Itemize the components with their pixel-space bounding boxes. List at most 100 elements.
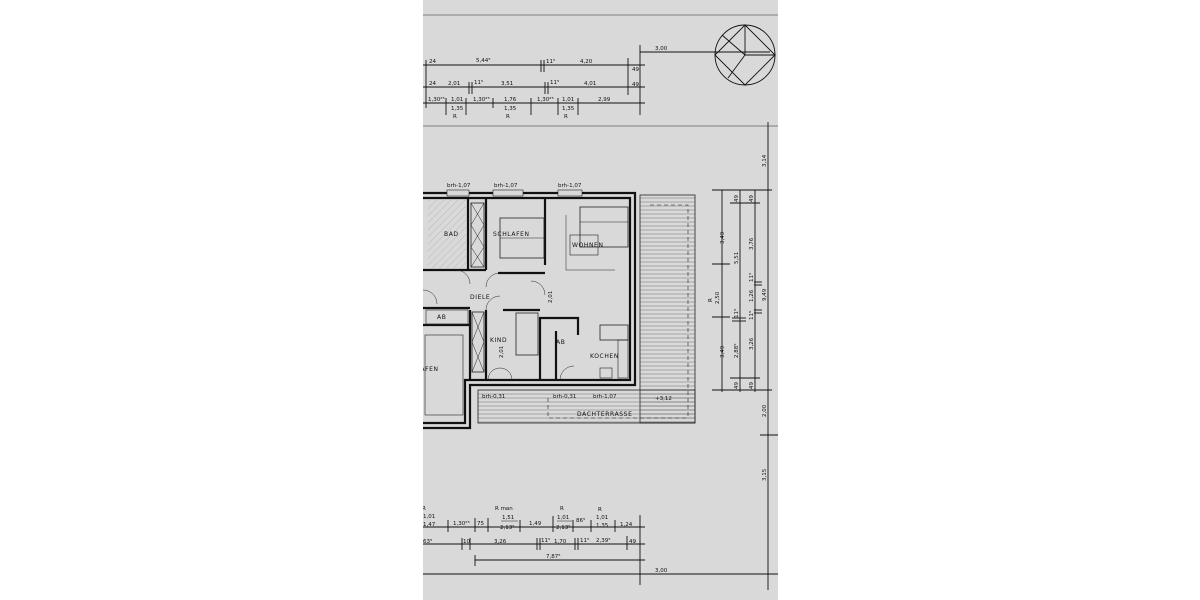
dim-label: 24 bbox=[429, 59, 436, 65]
bottom-dimension-lines bbox=[423, 515, 778, 585]
dim-label: 11⁵ bbox=[748, 273, 755, 282]
dim-label: 3,49 bbox=[720, 345, 726, 358]
dim-label: 1,35 bbox=[504, 106, 517, 112]
room-ab-2: AB bbox=[437, 314, 446, 321]
top-dimension-lines bbox=[423, 14, 778, 127]
dim-label: 49 bbox=[632, 82, 639, 88]
dim-label: 3,51 bbox=[501, 81, 513, 87]
dim-label: 2,99 bbox=[598, 97, 611, 103]
dim-label: 2,00 bbox=[762, 404, 768, 417]
window-labels: brh-1,07 brh-1,07 brh-1,07 brh-0,31 brh-… bbox=[447, 183, 672, 402]
dim-label: 1,24 bbox=[620, 522, 633, 528]
room-ab: AB bbox=[556, 339, 565, 346]
dim-label: 86⁵ bbox=[576, 517, 585, 524]
right-dimension-labels: 3,49 R 2,50 3,49 49 5,51 11⁵ 2,88⁵ 49 49… bbox=[708, 154, 768, 481]
dim-label: R bbox=[453, 114, 457, 120]
roof-terrace bbox=[477, 194, 696, 424]
dim-label: 49 bbox=[749, 382, 755, 389]
dim-label: 1,30²⁵ bbox=[473, 96, 490, 103]
room-diele: DIELE bbox=[470, 294, 490, 301]
dim-label: 24 bbox=[429, 81, 436, 87]
dim-label: R bbox=[560, 506, 564, 512]
right-dimension-lines bbox=[712, 122, 778, 590]
dim-label: 1,01 bbox=[423, 514, 435, 520]
door-mark: 2,01 bbox=[499, 346, 505, 358]
dim-label: 1,35 bbox=[451, 106, 464, 112]
dim-label: 2,88⁵ bbox=[733, 344, 740, 358]
dim-label: 1,30²⁵ bbox=[428, 96, 445, 103]
dim-label: 3,26 bbox=[749, 337, 755, 350]
dim-label: 11⁵ bbox=[546, 58, 555, 65]
dim-label: 5,51 bbox=[734, 252, 740, 264]
dim-label: 2,13⁵ bbox=[500, 524, 514, 531]
window-label: brh-1,07 bbox=[593, 394, 617, 400]
dim-label: 1,26 bbox=[749, 289, 755, 302]
level-mark: +3,12 bbox=[655, 396, 672, 402]
room-schlafen: SCHLAFEN bbox=[493, 231, 530, 238]
dim-label: 1,76 bbox=[504, 97, 517, 103]
dim-label: 2,50 bbox=[715, 291, 721, 304]
room-bad: BAD bbox=[444, 231, 459, 238]
dim-label: 3,00 bbox=[655, 46, 668, 52]
dim-label: R bbox=[506, 114, 510, 120]
dim-label: 3,00 bbox=[655, 568, 668, 574]
window-label: brh-1,07 bbox=[558, 183, 582, 189]
dim-label: 49 bbox=[749, 195, 755, 202]
dim-label: 11⁵ bbox=[580, 537, 589, 544]
room-kind: KIND bbox=[490, 337, 507, 344]
window-label: brh-1,07 bbox=[494, 183, 518, 189]
dim-label: 1,51 bbox=[502, 515, 514, 521]
dim-label: 2,01 bbox=[448, 81, 460, 87]
paper-sheet bbox=[423, 0, 778, 600]
room-kochen: KOCHEN bbox=[590, 353, 619, 360]
dim-label: 49 bbox=[734, 195, 740, 202]
dim-label: 2,39⁵ bbox=[596, 537, 610, 544]
dim-label: 5,44⁵ bbox=[476, 57, 490, 64]
bottom-dimension-labels: R 1,01 1,47 1,30²⁵ 75 R man 1,51 2,13⁵ 1… bbox=[422, 506, 668, 574]
dim-label: 1,35 bbox=[596, 523, 609, 529]
dim-label: 11⁵ bbox=[541, 537, 550, 544]
dim-label: R bbox=[422, 506, 426, 512]
dim-label: 3,76 bbox=[749, 237, 755, 250]
dim-label: 11⁵ bbox=[550, 79, 559, 86]
window-label: brh-0,31 bbox=[482, 394, 505, 400]
door-mark: 2,01 bbox=[548, 291, 554, 303]
dim-label: 7,87⁵ bbox=[546, 553, 560, 560]
dim-label: 11⁵ bbox=[748, 311, 755, 320]
top-dimension-labels: 24 5,44⁵ 11⁵ 4,20 49 3,00 24 2,01 11⁵ 3,… bbox=[428, 46, 668, 120]
dim-label: 4,20 bbox=[580, 59, 593, 65]
dim-label: 1,01 bbox=[562, 97, 574, 103]
dim-label: 9,49 bbox=[762, 288, 768, 301]
room-wohnen: WOHNEN bbox=[572, 242, 604, 249]
dim-label: 11⁵ bbox=[733, 309, 740, 318]
dim-label: 1,49 bbox=[529, 521, 542, 527]
dim-label: 1,35 bbox=[562, 106, 575, 112]
dim-label: 3,14 bbox=[762, 154, 768, 167]
dim-label: 3,26 bbox=[494, 539, 507, 545]
dim-label: 1,47 bbox=[423, 522, 436, 528]
dim-label: 4,01 bbox=[584, 81, 596, 87]
dim-label: 75 bbox=[477, 521, 484, 527]
dim-label: R man bbox=[495, 506, 513, 512]
dim-label: 10 bbox=[463, 539, 470, 545]
dim-label: 1,30²⁵ bbox=[453, 520, 470, 527]
dim-label: 1,01 bbox=[596, 515, 608, 521]
north-arrow-icon bbox=[714, 24, 776, 86]
dim-label: 49 bbox=[734, 382, 740, 389]
dim-label: 1,70 bbox=[554, 539, 567, 545]
window-label: brh-1,07 bbox=[447, 183, 471, 189]
dim-label: 3,49 bbox=[720, 231, 726, 244]
dim-label: R bbox=[708, 298, 714, 302]
room-schlafen-2: SCHLAFEN bbox=[402, 366, 439, 373]
window-label: brh-0,31 bbox=[553, 394, 576, 400]
dim-label: 2,13⁵ bbox=[556, 524, 570, 531]
dim-label: 1,30²⁵ bbox=[537, 96, 554, 103]
dim-label: 3,15 bbox=[762, 468, 768, 481]
dim-label: 1,01 bbox=[557, 515, 569, 521]
room-labels: BAD SCHLAFEN WOHNEN DIELE KIND AB KOCHEN… bbox=[402, 231, 632, 418]
dim-label: 63⁵ bbox=[423, 538, 432, 545]
dim-label: 1,01 bbox=[451, 97, 463, 103]
dim-label: 49 bbox=[632, 67, 639, 73]
room-dachterrasse: DACHTERRASSE bbox=[577, 411, 632, 418]
